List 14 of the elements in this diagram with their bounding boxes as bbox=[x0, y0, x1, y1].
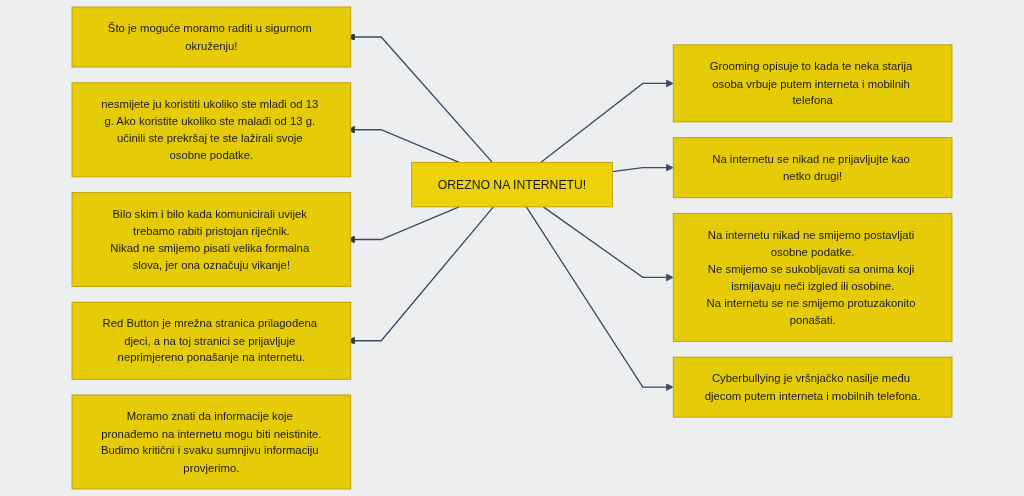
arrow bbox=[542, 206, 674, 282]
node-box: Red Button je mrežna stranica prilagođena djeci, a na toj stranici se prijavljuje neprimjereno ponašanje na internetu. bbox=[71, 301, 352, 380]
arrow bbox=[525, 206, 674, 391]
node-box: OREZNO NA INTERNETU! bbox=[411, 162, 613, 208]
node-box: Što je moguće moramo raditi u sigurnom okruženju! bbox=[71, 6, 352, 68]
node-box: Grooming opisuje to kada te neka starija osoba vrbuje putem interneta i mobilnih telefona bbox=[672, 44, 953, 123]
node-box: Moramo znati da informacije koje pronađemo na internetu mogu biti neistinite. Budimo kritični i svaku sumnjivu informaciju provjerimo. bbox=[71, 394, 352, 490]
node-box: nesmijete ju koristiti ukoliko ste mlađi od 13 g. Ako koristite ukoliko ste malađi od 13 g. učinili ste prekršaj te ste lažirali svoje osobne podatke. bbox=[71, 82, 352, 178]
node-box: Na internetu nikad ne smijemo postavljati osobne podatke. Ne smijemo se sukobljavati sa onima koji ismijavaju neči izgled ili osobine. Na internetu se ne smijemo protuzakonito ponašati. bbox=[672, 212, 953, 342]
arrow bbox=[611, 163, 674, 173]
node-box: Bilo skim i bilo kada komunicirali uvijek trebamo rabiti pristojan riječnik. Nikad ne smijemo pisati velika formalna slova, jer ona označuju vikanje! bbox=[71, 192, 352, 287]
arrow bbox=[540, 79, 674, 164]
node-box: Cyberbullying je vršnjačko nasilje među djecom putem interneta i mobilnih telefona. bbox=[672, 356, 953, 418]
node-box: Na internetu se nikad ne prijavljujte kao netko drugi! bbox=[672, 137, 953, 199]
